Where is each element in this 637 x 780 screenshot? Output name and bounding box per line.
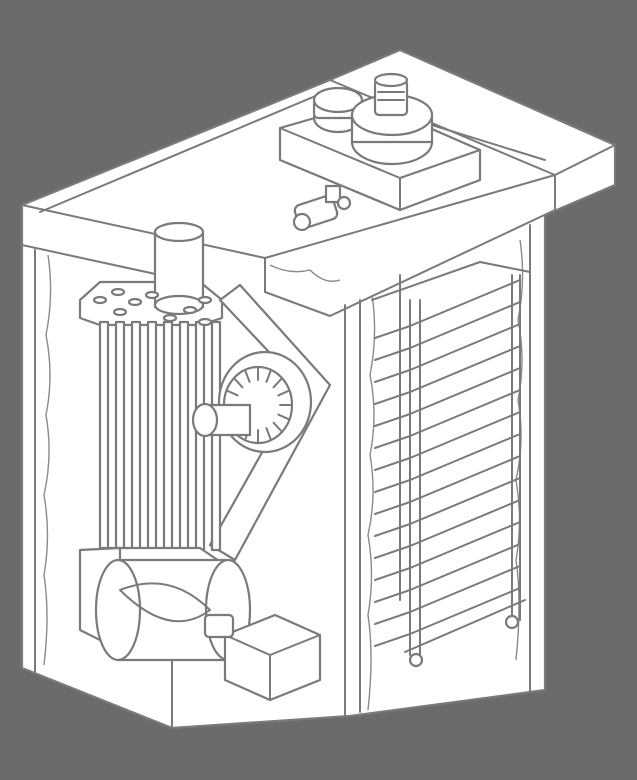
- fan-blade: [272, 421, 284, 433]
- circulation-fan: [191, 350, 313, 454]
- rack-shelf: [374, 345, 521, 405]
- rack-shelf: [374, 477, 521, 537]
- heat-exchanger: [78, 221, 332, 582]
- tube-opening: [112, 307, 128, 317]
- tube-opening: [110, 287, 126, 297]
- fan-blade: [277, 389, 291, 397]
- rack-shelf: [374, 565, 521, 625]
- trolley-rack: [371, 261, 531, 668]
- tube-opening: [162, 313, 178, 323]
- rack-shelf: [374, 323, 521, 383]
- fan-blade: [272, 377, 284, 389]
- tube-opening: [197, 317, 213, 327]
- exchanger-tube: [146, 320, 158, 552]
- exchanger-tube: [130, 320, 142, 552]
- rack-shelf: [374, 279, 521, 339]
- rack-shelf: [374, 301, 521, 361]
- rack-shelf: [374, 587, 521, 647]
- top-fan-unit: [278, 72, 482, 212]
- rack-shelf: [374, 389, 521, 449]
- rack-shelf: [374, 455, 521, 515]
- exchanger-tube: [98, 320, 110, 552]
- exchanger-tube: [114, 320, 126, 552]
- fan-blade: [277, 413, 291, 421]
- rack-shelf: [374, 411, 521, 471]
- rack-shelf: [374, 367, 521, 427]
- fan-blade: [265, 368, 273, 383]
- rack-shelf: [374, 433, 521, 493]
- tube-opening: [127, 297, 143, 307]
- tube-opening: [197, 295, 213, 305]
- tube-opening: [182, 305, 198, 315]
- fan-blade: [225, 389, 239, 397]
- fan-blade: [265, 427, 273, 442]
- fan-blade: [232, 377, 244, 389]
- rack-shelf: [374, 521, 521, 581]
- rack-shelf: [374, 499, 521, 559]
- burner: [78, 546, 322, 702]
- exchanger-tube: [162, 320, 174, 552]
- tube-opening: [92, 295, 108, 305]
- tube-opening: [144, 290, 160, 300]
- fan-blade: [243, 368, 251, 383]
- gas-valve: [292, 184, 352, 232]
- rack-shelf: [374, 543, 521, 603]
- exchanger-tube: [178, 320, 190, 552]
